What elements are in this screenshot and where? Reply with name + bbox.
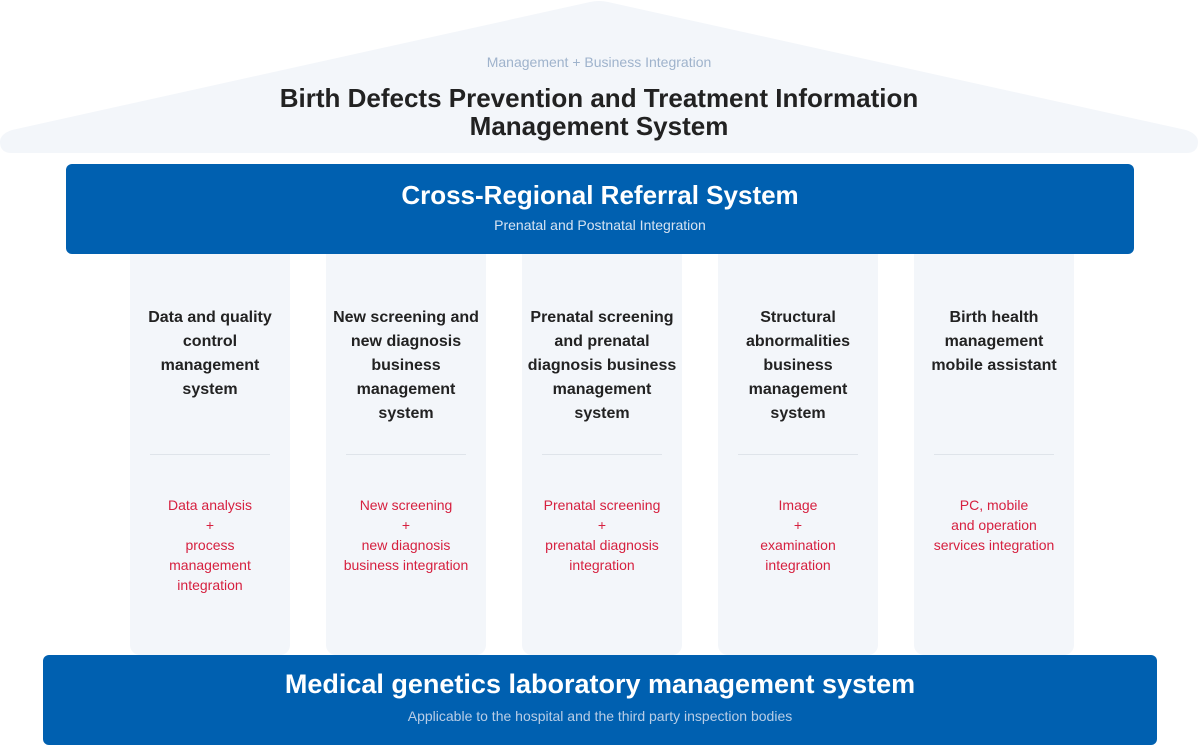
pillar-description: Data analysis + process management integ… [167,497,253,593]
referral-subtitle: Prenatal and Postnatal Integration [494,217,706,233]
lab-subtitle: Applicable to the hospital and the third… [407,708,793,724]
lab-title: Medical genetics laboratory management s… [284,669,916,699]
pillar-divider [542,454,662,455]
pillar-title: Birth health management mobile assistant [931,309,1057,374]
roof-title: Birth Defects Prevention and Treatment I… [279,83,919,141]
lab-system-band: Medical genetics laboratory management s… [43,655,1157,745]
pillar-mobile-assistant: Birth health management mobile assistant… [914,254,1074,655]
roof-subtitle: Management + Business Integration [486,54,712,70]
pillar-new-screening: New screening and new diagnosis business… [326,254,486,655]
pillar-description: Prenatal screening + prenatal diagnosis … [543,497,661,573]
roof-shape [0,1,1198,153]
pillar-divider [934,454,1054,455]
referral-title: Cross-Regional Referral System [401,180,799,210]
referral-system-band: Cross-Regional Referral System Prenatal … [66,164,1134,254]
pillar-title: Prenatal screening and prenatal diagnosi… [527,309,677,422]
pillar-description: PC, mobile and operation services integr… [933,497,1055,553]
pillar-prenatal-screening: Prenatal screening and prenatal diagnosi… [522,254,682,655]
pillar-structural-abnormalities: Structural abnormalities business manage… [718,254,878,655]
pillar-title: Data and quality control management syst… [148,309,272,398]
pillar-title: Structural abnormalities business manage… [745,309,851,422]
pillar-divider [150,454,270,455]
pillar-divider [346,454,466,455]
pillar-title: New screening and new diagnosis business… [333,309,479,422]
pillar-description: Image + examination integration [760,497,836,573]
pillar-description: New screening + new diagnosis business i… [343,497,469,573]
pillar-divider [738,454,858,455]
pillar-data-quality: Data and quality control management syst… [130,254,290,655]
